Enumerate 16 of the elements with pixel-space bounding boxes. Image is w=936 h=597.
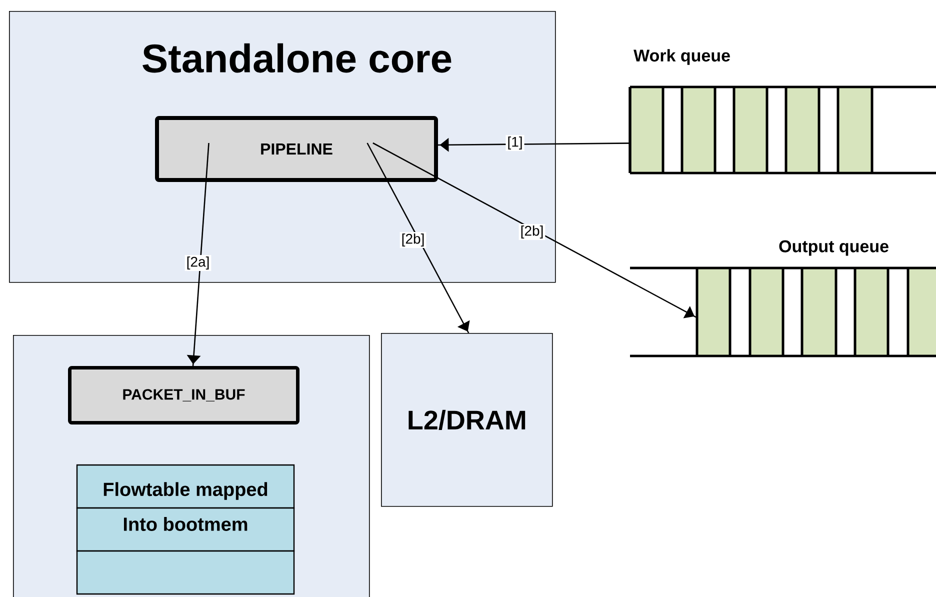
- arrow: [438, 138, 630, 152]
- arrow: [186, 142, 210, 366]
- queue-label: Output queue: [779, 240, 888, 256]
- panel-title: Standalone core: [142, 43, 452, 73]
- arrow: [372, 142, 696, 318]
- process-box: PIPELINE: [155, 116, 438, 182]
- edge-label: [2a]: [184, 254, 212, 272]
- arrow: [366, 142, 470, 334]
- edge-label: [1]: [506, 134, 524, 152]
- edge-label: [2b]: [518, 224, 546, 240]
- edge-label: [2b]: [400, 232, 426, 248]
- table-row: Into bootmem: [76, 507, 295, 552]
- process-box: PACKET_IN_BUF: [68, 366, 300, 424]
- memory-box: L2/DRAM: [381, 333, 553, 507]
- queue-label: Work queue: [634, 49, 730, 65]
- table-row: Flowtable mapped: [76, 464, 295, 509]
